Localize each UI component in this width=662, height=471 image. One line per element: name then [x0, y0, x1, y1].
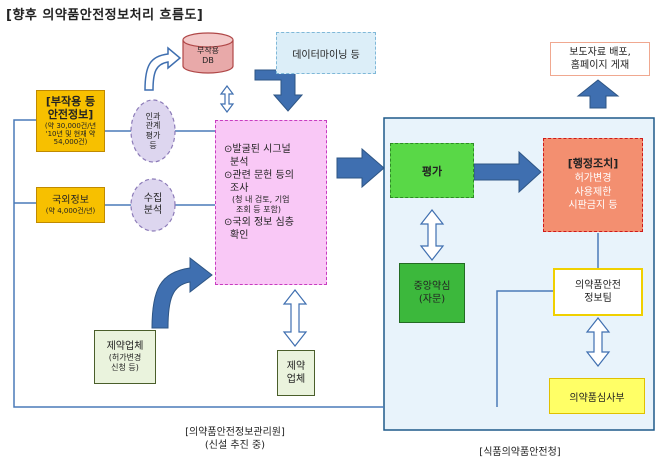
evaluation-label: 평가 [421, 164, 443, 178]
data-mining-label: 데이터마이닝 등 [292, 49, 360, 61]
pharma-company-sub1: (허가변경 [108, 353, 142, 363]
foreign-info-box: 국외정보 (약 4,000건/년) [36, 187, 105, 223]
page-title: [향후 의약품안전정보처리 흐름도] [6, 8, 204, 23]
causality-ellipse [130, 99, 176, 163]
pharma-company-title: 제약업체 [106, 340, 144, 352]
pharma-small-box: 제약 업체 [277, 350, 315, 396]
evaluation-box: 평가 [390, 143, 474, 198]
arrow-company-to-center [151, 256, 213, 329]
adverse-info-sub3: 54,000건) [53, 137, 88, 146]
foreign-info-sub: (약 4,000건/년) [45, 206, 96, 215]
center-item3b: 확인 [230, 229, 249, 241]
pharma-company-sub2: 신청 등) [111, 363, 139, 373]
admin-action-title: [행정조치] [567, 157, 619, 171]
review-dept-label: 의약품심사부 [569, 392, 625, 404]
adverse-db-line1: 부작용 [196, 46, 220, 55]
double-arrow-center-pharma [282, 289, 308, 347]
center-item2c: (청 내 검토, 기업 [232, 195, 290, 204]
foreign-info-title: 국외정보 [52, 194, 89, 206]
advisory-line1: 중앙약심 [413, 280, 451, 292]
center-item2b: 조사 [230, 183, 249, 194]
causality-label: 인과 관계 평가 등 [131, 104, 175, 158]
adverse-info-title2: 안전정보] [47, 107, 94, 121]
causality-line2: 관계 [145, 121, 161, 131]
adverse-info-box: [부작용 등 안전정보] (약 30,000건/년 '10년 및 현재 약 54… [36, 90, 105, 152]
adverse-db: 부작용 DB [183, 42, 233, 68]
signal-analysis-box: ⊙발굴된 시그널 분석 ⊙관련 문헌 등의 조사 (청 내 검토, 기업 조회 … [215, 120, 327, 285]
double-arrow-eval-advisory [419, 209, 445, 261]
safety-team-box: 의약품안전 정보팀 [553, 268, 643, 316]
arrow-center-to-eval [336, 147, 385, 189]
center-org-line1: [의약품안전정보관리원] [185, 427, 285, 438]
center-org-line2: (신설 추진 중) [204, 440, 266, 451]
collect-line1: 수집 [143, 193, 163, 204]
collect-label: 수집 분석 [131, 190, 175, 220]
collect-ellipse [130, 178, 176, 232]
press-line2: 홈페이지 게재 [570, 60, 630, 71]
team-to-loop-line [496, 290, 553, 407]
adverse-info-sub2: '10년 및 현재 약 [45, 129, 96, 138]
advisory-line2: (자문) [418, 294, 446, 305]
center-item2a: ⊙관련 문헌 등의 [224, 170, 294, 181]
kfda-label: [식품의약품안전청] [440, 442, 600, 458]
review-dept-box: 의약품심사부 [549, 378, 645, 414]
pharma-small-line2: 업체 [286, 374, 306, 385]
center-item1b: 분석 [230, 157, 249, 168]
center-org-label: [의약품안전정보관리원] (신설 추진 중) [150, 424, 320, 454]
pharma-small-line1: 제약 [286, 361, 306, 372]
double-arrow-team-review [585, 317, 611, 367]
adverse-db-line2: DB [202, 56, 214, 65]
center-item1a: ⊙발굴된 시그널 [224, 144, 291, 155]
arrow-info-to-db [144, 46, 182, 91]
safety-team-line1: 의약품안전 [575, 279, 621, 291]
causality-line1: 인과 [145, 111, 161, 121]
kfda-label-text: [식품의약품안전청] [479, 446, 561, 458]
press-line1: 보도자료 배포, [569, 47, 631, 58]
data-mining-box: 데이터마이닝 등 [276, 32, 376, 74]
database-icon [182, 32, 234, 74]
pharma-company-box: 제약업체 (허가변경 신청 등) [94, 330, 156, 384]
admin-action-line3: 사용제한 [574, 186, 612, 198]
press-release-box: 보도자료 배포, 홈페이지 게재 [550, 42, 650, 76]
admin-action-line2: 허가변경 [574, 173, 612, 185]
arrow-action-to-press [576, 79, 620, 109]
admin-action-line4: 시판금지 등 [568, 200, 618, 212]
causality-line4: 등 [149, 140, 157, 150]
adverse-info-title1: [부작용 등 [45, 95, 96, 109]
center-item2d: 조회 등 포함) [236, 205, 282, 215]
arrow-eval-to-action [473, 150, 542, 194]
loop-line [13, 119, 384, 408]
center-item3a: ⊙국외 정보 심층 [224, 216, 294, 228]
collect-line2: 분석 [143, 205, 163, 216]
causality-line3: 평가 [145, 131, 161, 140]
advisory-box: 중앙약심 (자문) [399, 263, 465, 323]
arrow-mining-to-center [254, 69, 304, 112]
adverse-info-sub1: (약 30,000건/년 [44, 121, 97, 130]
safety-team-line2: 정보팀 [584, 293, 612, 304]
admin-action-box: [행정조치] 허가변경 사용제한 시판금지 등 [543, 138, 643, 232]
double-arrow-db-center [219, 85, 235, 113]
